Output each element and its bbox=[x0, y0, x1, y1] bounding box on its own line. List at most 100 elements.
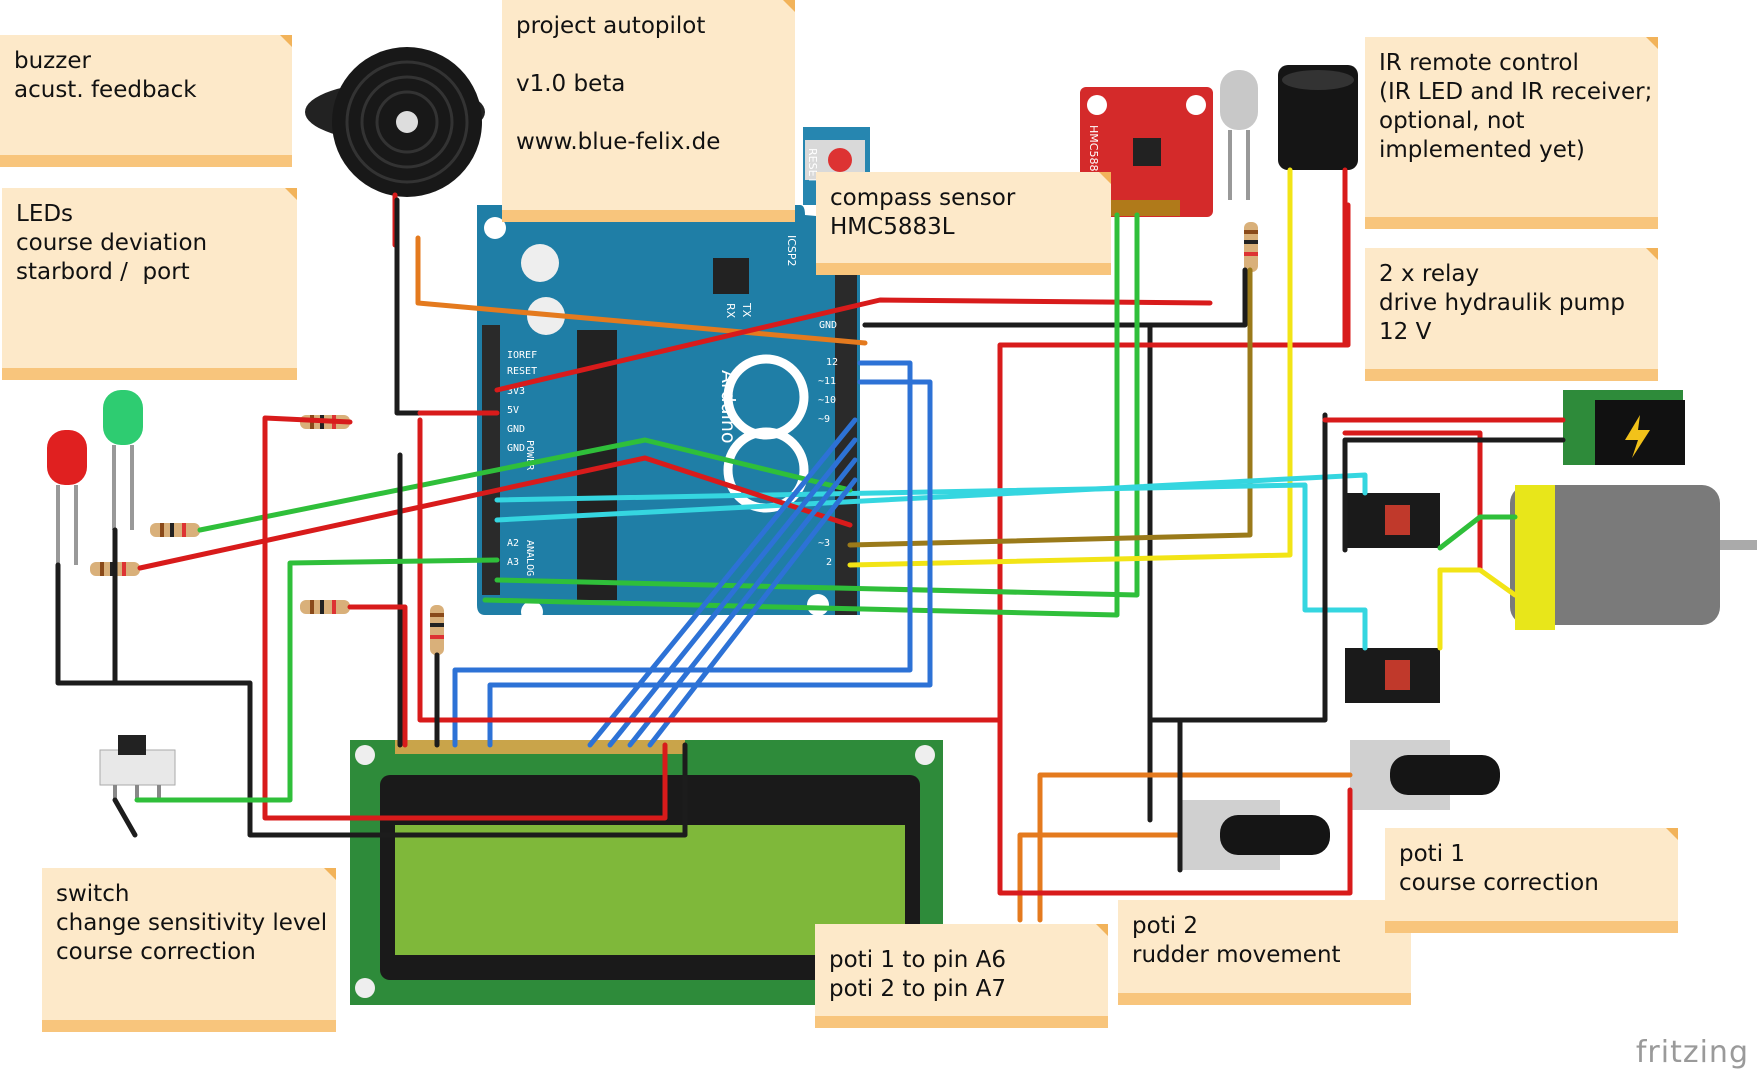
wire-blue bbox=[627, 457, 858, 748]
relay bbox=[1345, 648, 1440, 703]
note-line: (IR LED and IR receiver; bbox=[1379, 79, 1653, 105]
note-relay: 2 x relay drive hydraulik pump 12 V bbox=[1365, 248, 1658, 381]
ir-led bbox=[1220, 70, 1258, 200]
wire-red bbox=[494, 297, 1213, 393]
note-ir: IR remote control (IR LED and IR receive… bbox=[1365, 37, 1658, 229]
note-line: LEDs bbox=[16, 201, 74, 227]
wire-red bbox=[997, 202, 1351, 723]
note-line: course deviation bbox=[16, 230, 208, 256]
digital-pin-label: ~9 bbox=[818, 414, 830, 425]
note-compass: compass sensor HMC5883L bbox=[816, 172, 1111, 275]
note-line: IR remote control bbox=[1379, 50, 1579, 76]
wire-orange bbox=[1037, 772, 1353, 923]
note-line: www.blue-felix.de bbox=[516, 129, 721, 155]
wire-red bbox=[262, 415, 668, 821]
wire-red bbox=[347, 604, 408, 748]
power-pin-label: GND bbox=[507, 443, 525, 454]
wire-green bbox=[494, 212, 1140, 598]
red-led bbox=[47, 430, 87, 565]
board-icsp-label: ICSP2 bbox=[785, 235, 798, 267]
note-line: 2 x relay bbox=[1379, 261, 1480, 287]
wire-olive bbox=[847, 267, 1253, 548]
note-pin-assignment: poti 1 to pin A6 poti 2 to pin A7 bbox=[815, 924, 1108, 1028]
note-line: poti 1 bbox=[1399, 841, 1466, 867]
note-line: change sensitivity level bbox=[56, 910, 328, 936]
note-line: implemented yet) bbox=[1379, 137, 1585, 163]
resistor bbox=[300, 600, 350, 614]
resistor bbox=[150, 523, 200, 537]
board-name-label: Arduino bbox=[717, 370, 739, 444]
wire-red bbox=[997, 717, 1353, 896]
note-line: drive hydraulik pump bbox=[1379, 290, 1626, 316]
note-line: switch bbox=[56, 881, 130, 907]
note-line: acust. feedback bbox=[14, 77, 197, 103]
fritzing-brand: fritzing bbox=[1635, 1035, 1749, 1070]
digital-pin-label: GND bbox=[819, 320, 837, 331]
wire-blue bbox=[487, 379, 933, 748]
power-pin-label: IOREF bbox=[507, 350, 537, 361]
wire-black bbox=[1342, 437, 1566, 553]
wire-blue bbox=[647, 477, 858, 748]
resistor bbox=[1244, 222, 1258, 272]
note-project: project autopilot v1.0 beta www.blue-fel… bbox=[502, 0, 795, 222]
power-header-label: POWER bbox=[524, 440, 535, 471]
wire-blue bbox=[607, 437, 858, 748]
note-line: poti 2 bbox=[1132, 913, 1199, 939]
wire-black bbox=[862, 322, 1153, 823]
digital-pin-label: ~3 bbox=[818, 538, 830, 549]
note-line: optional, not bbox=[1379, 108, 1525, 134]
digital-pin-label: 2 bbox=[826, 557, 832, 568]
digital-pin-label: ~11 bbox=[818, 376, 836, 387]
wire-orange bbox=[415, 235, 868, 346]
digital-pin-label: ~10 bbox=[818, 395, 836, 406]
note-buzzer: buzzer acust. feedback bbox=[0, 35, 292, 167]
wire-black bbox=[1147, 412, 1328, 723]
power-pin-label: 3V3 bbox=[507, 386, 525, 397]
board-reset-label: RESET bbox=[806, 148, 819, 184]
note-poti2: poti 2 rudder movement bbox=[1118, 900, 1411, 1005]
buzzer bbox=[305, 47, 485, 197]
note-line: course correction bbox=[56, 939, 256, 965]
power-pin-label: GND bbox=[507, 424, 525, 435]
board-rx-label: RX bbox=[724, 303, 737, 319]
lcd-display bbox=[350, 740, 943, 1005]
note-line: HMC5883L bbox=[830, 214, 955, 240]
ir-receiver bbox=[1278, 65, 1358, 170]
analog-pin-label: A3 bbox=[507, 557, 519, 568]
wire-black bbox=[112, 797, 138, 838]
analog-pin-label: A2 bbox=[507, 538, 519, 549]
note-line: poti 1 to pin A6 bbox=[829, 947, 1006, 973]
wire-yellow bbox=[847, 167, 1293, 568]
relay bbox=[1345, 493, 1440, 548]
dc-motor bbox=[1510, 485, 1757, 630]
potentiometer bbox=[1350, 740, 1500, 810]
note-line: course correction bbox=[1399, 870, 1599, 896]
note-switch: switch change sensitivity level course c… bbox=[42, 868, 336, 1032]
wire-yellow bbox=[1437, 567, 1518, 598]
note-line: project autopilot bbox=[516, 13, 706, 39]
slide-switch bbox=[99, 735, 176, 800]
wire-red bbox=[417, 417, 1003, 723]
wire-red bbox=[137, 455, 853, 571]
power-pin-label: 5V bbox=[507, 405, 519, 416]
resistor bbox=[430, 605, 444, 655]
power-pin-label: RESET bbox=[507, 366, 537, 377]
note-line: v1.0 beta bbox=[516, 71, 626, 97]
note-line: starbord / port bbox=[16, 259, 190, 285]
wire-green bbox=[1437, 514, 1518, 551]
note-line: 12 V bbox=[1379, 319, 1432, 345]
wire-green bbox=[197, 437, 853, 533]
note-leds: LEDs course deviation starbord / port bbox=[2, 188, 297, 380]
wire-green bbox=[134, 557, 500, 803]
wire-blue bbox=[587, 417, 858, 748]
compass-chip-label: HMC5883L bbox=[1087, 125, 1100, 185]
green-led bbox=[103, 390, 143, 530]
note-line: rudder movement bbox=[1132, 942, 1341, 968]
wire-red bbox=[1342, 430, 1483, 573]
note-poti1: poti 1 course correction bbox=[1385, 828, 1678, 933]
potentiometer bbox=[1180, 800, 1330, 870]
wire-black bbox=[55, 562, 688, 838]
wire-cyan bbox=[494, 482, 1368, 651]
power-jack bbox=[1563, 390, 1685, 465]
